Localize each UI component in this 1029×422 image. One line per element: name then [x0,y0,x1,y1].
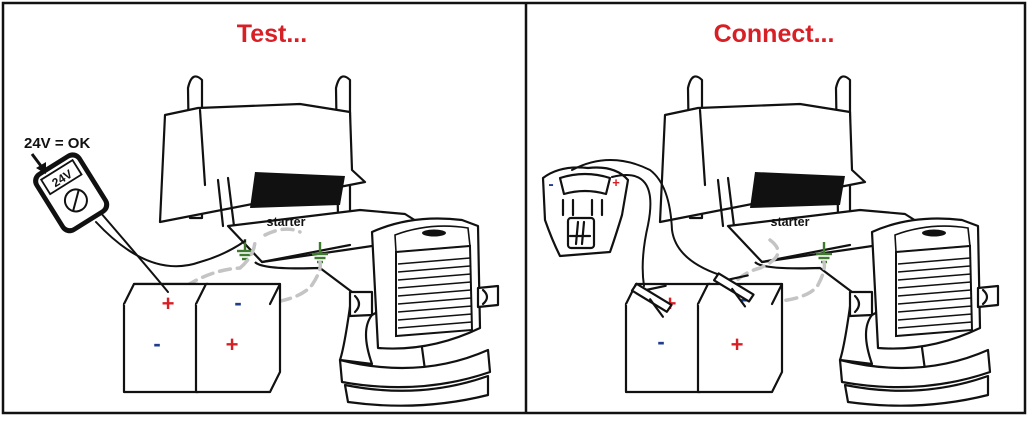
starter-label: starter [771,215,810,229]
connect-panel-title: Connect... [714,20,835,48]
jump-starter-icon: - + [543,167,628,256]
voltage-callout: 24V = OK [24,135,90,152]
battery-negative-terminal: - [234,290,241,315]
battery-positive-terminal: + [226,332,239,357]
test-panel: Test... starter + - - + [24,20,498,406]
battery-positive-terminal: + [731,332,744,357]
test-panel-title: Test... [237,20,307,48]
connect-panel: Connect... starter + - - + - [543,20,998,406]
battery-negative-terminal: - [657,329,664,354]
pack-negative-terminal: - [548,176,553,193]
starter-label: starter [267,215,306,229]
battery-positive-terminal: + [162,291,175,316]
battery-negative-terminal: - [153,331,160,356]
